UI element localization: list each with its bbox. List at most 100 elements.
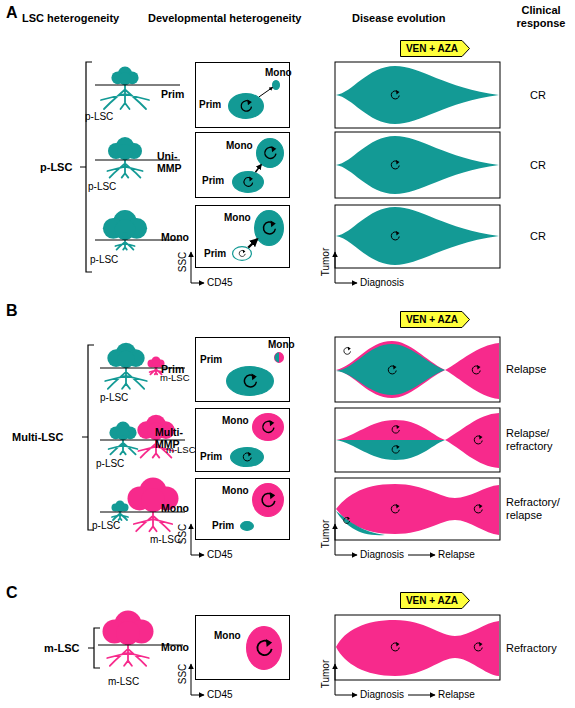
treatment-label: VEN + AZA	[400, 40, 464, 57]
text-label: p-LSC	[100, 392, 128, 404]
population-ellipse: Prim	[226, 366, 274, 396]
row-label: Mono	[161, 641, 193, 653]
population-label: Mono	[214, 630, 241, 642]
ellipse-shape	[274, 352, 284, 363]
population-label: Mono	[222, 485, 249, 497]
evolution-frames	[335, 62, 500, 680]
text-label: Refractory/ relapse	[506, 496, 570, 522]
treatment-arrow: VEN + AZA	[400, 311, 470, 328]
text-label: CD45	[207, 277, 233, 289]
population-ellipse: Prim	[228, 93, 264, 119]
ellipse-shape	[230, 447, 264, 467]
treatment-label: VEN + AZA	[400, 311, 464, 328]
fish-plots-a	[336, 66, 499, 265]
row-label: Prim	[161, 88, 193, 100]
population-ellipse: Prim	[232, 171, 264, 193]
text-label: Diagnosis	[360, 689, 404, 701]
treatment-arrow: VEN + AZA	[400, 592, 470, 609]
population-ellipse: Mono	[256, 138, 284, 168]
text-label: p-LSC	[85, 111, 113, 123]
row-label: Uni-MMP	[157, 150, 191, 174]
text-label: p-LSC	[90, 254, 118, 266]
text-label: Developmental heterogeneity	[148, 12, 301, 25]
ellipse-shape	[232, 246, 252, 261]
text-label: Relapse	[438, 549, 475, 561]
text-label: m-LSC	[166, 444, 196, 456]
population-label: Prim	[202, 175, 224, 187]
text-label: Disease evolution	[352, 12, 446, 25]
population-ellipse: Mono	[246, 626, 282, 670]
axes	[191, 252, 435, 695]
text-label: m-LSC	[108, 676, 139, 688]
population-ellipse: Prim	[240, 521, 254, 531]
population-ellipse: Prim	[230, 447, 264, 467]
fish-plot-c	[336, 620, 499, 676]
treatment-label: VEN + AZA	[400, 592, 464, 609]
text-label: CR	[530, 159, 546, 172]
population-label: Prim	[212, 520, 234, 532]
population-ellipse: Prim	[232, 246, 252, 261]
population-label: Mono	[265, 67, 292, 79]
text-label: p-LSC	[96, 458, 124, 470]
text-label: p-LSC	[92, 520, 120, 532]
population-label: Prim	[199, 99, 221, 111]
text-label: Diagnosis	[360, 277, 404, 289]
text-label: Relapse	[438, 689, 475, 701]
axis-label: Tumor	[320, 660, 332, 689]
flow-panel: Multi-MMPMonoPrim	[195, 408, 290, 472]
ellipse-shape	[252, 483, 284, 517]
text-label: CD45	[207, 549, 233, 561]
flow-panel: Prim Prim Mono	[195, 62, 290, 128]
panel-letter: C	[6, 584, 18, 602]
text-label: m-LSC	[44, 642, 79, 655]
population-label: Mono	[268, 339, 295, 351]
population-label: Prim	[204, 248, 226, 260]
row-label: Mono	[161, 502, 193, 514]
row-label: Mono	[161, 231, 193, 243]
ellipse-shape	[240, 521, 254, 531]
treatment-arrow: VEN + AZA	[400, 40, 470, 57]
text-label: Relapse/ refractory	[506, 427, 570, 453]
text-label: CR	[530, 230, 546, 243]
population-label: Mono	[222, 415, 249, 427]
population-label: Mono	[226, 140, 253, 152]
ellipse-shape	[232, 171, 264, 193]
ellipse-shape	[246, 626, 282, 670]
text-label: m-LSC	[150, 534, 181, 546]
flow-panel: MonoPrimMono	[195, 205, 290, 268]
population-ellipse: Mono	[252, 483, 284, 517]
population-ellipse: Mono	[254, 210, 284, 246]
ellipse-shape	[252, 413, 284, 441]
text-label: LSC heterogeneity	[22, 12, 119, 25]
population-ellipse: Mono	[274, 352, 284, 363]
ellipse-shape	[226, 366, 274, 396]
differentiation-arrow	[259, 87, 273, 97]
text-label: p-LSC	[40, 161, 72, 174]
differentiation-arrow	[255, 165, 261, 173]
differentiation-arrow	[248, 239, 257, 247]
ellipse-shape	[256, 138, 284, 168]
text-label: m-LSC	[160, 372, 190, 384]
fish-plots-b	[336, 341, 499, 535]
text-label: Refractory	[506, 642, 557, 655]
text-label: Relapse	[506, 363, 546, 376]
panel-letter: A	[6, 4, 18, 22]
axis-label: Tumor	[320, 520, 332, 549]
ellipse-shape	[254, 210, 284, 246]
population-label: Prim	[200, 451, 222, 463]
population-ellipse: Mono	[272, 80, 280, 90]
flow-panel: MonoMonoPrim	[195, 478, 290, 540]
text-label: Diagnosis	[360, 549, 404, 561]
text-label: CD45	[207, 689, 233, 701]
panel-letter: B	[6, 302, 18, 320]
flow-panel: Uni-MMPPrimMono	[195, 132, 290, 198]
text-label: CR	[530, 89, 546, 102]
text-label: Clinical response	[510, 4, 572, 30]
axis-label: SSC	[177, 524, 189, 545]
ellipse-shape	[272, 80, 280, 90]
text-label: p-LSC	[88, 181, 116, 193]
flow-panel: Mono Mono	[195, 615, 290, 680]
